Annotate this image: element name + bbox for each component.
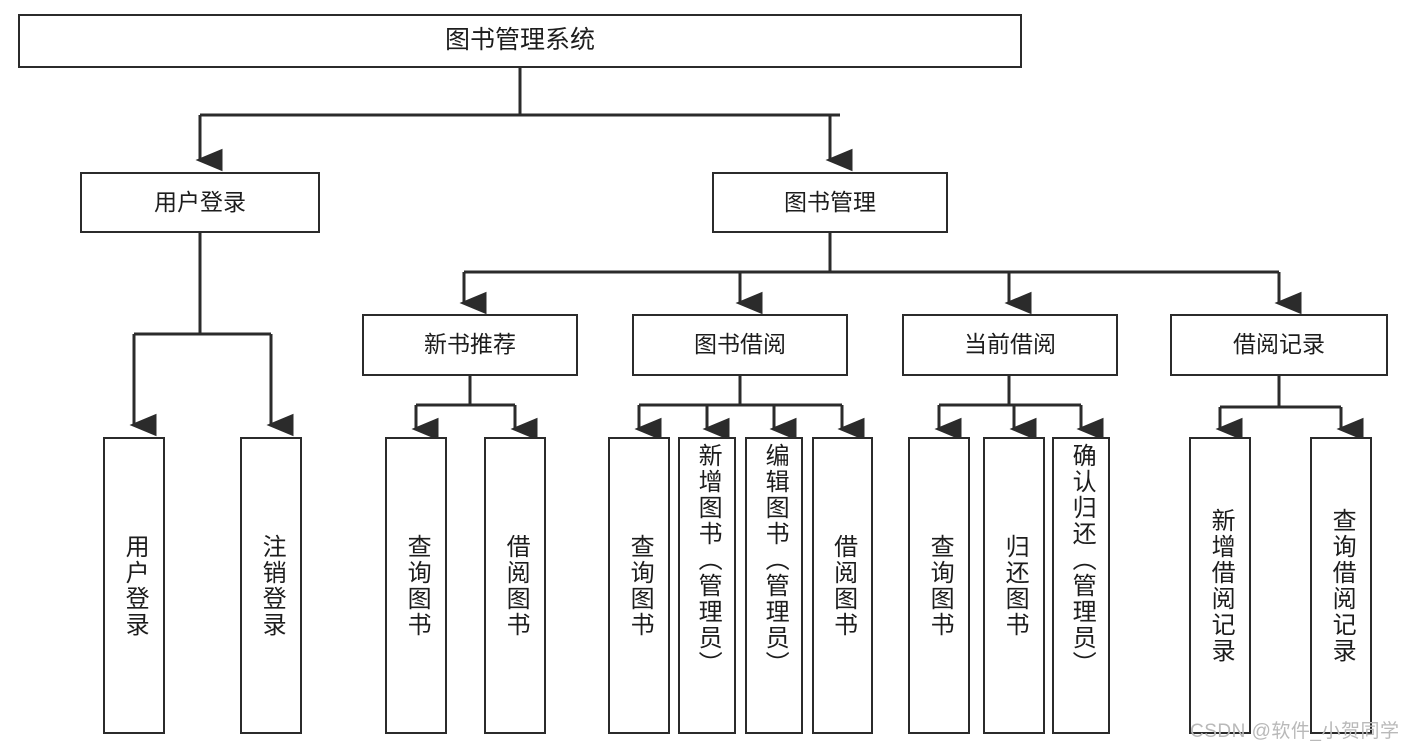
node-user-login-label: 用户登录 bbox=[154, 188, 246, 215]
node-leaf-query-book-b[interactable]: 查询图书 bbox=[608, 437, 670, 734]
node-leaf-logout[interactable]: 注销登录 bbox=[240, 437, 302, 734]
node-leaf-user-login-label: 用户登录 bbox=[121, 533, 149, 638]
node-leaf-edit-book-label: 编辑图书（管理员） bbox=[761, 443, 789, 677]
node-leaf-borrow-book-b-label: 借阅图书 bbox=[829, 533, 857, 638]
node-leaf-return-book-label: 归还图书 bbox=[1001, 533, 1029, 638]
node-leaf-user-login[interactable]: 用户登录 bbox=[103, 437, 165, 734]
edges-newbookrec-to-leaves bbox=[411, 376, 538, 441]
edges-currentborrow-to-leaves bbox=[934, 376, 1104, 441]
node-leaf-query-record-label: 查询借阅记录 bbox=[1328, 507, 1356, 664]
node-leaf-edit-book[interactable]: 编辑图书（管理员） bbox=[745, 437, 803, 734]
node-leaf-query-record[interactable]: 查询借阅记录 bbox=[1310, 437, 1372, 734]
node-leaf-query-book-b-label: 查询图书 bbox=[626, 533, 654, 638]
node-book-borrow-label: 图书借阅 bbox=[694, 331, 786, 358]
node-leaf-query-book-c-label: 查询图书 bbox=[926, 533, 954, 638]
node-leaf-query-book-a[interactable]: 查询图书 bbox=[385, 437, 447, 734]
node-leaf-borrow-book-b[interactable]: 借阅图书 bbox=[812, 437, 873, 734]
node-book-manage[interactable]: 图书管理 bbox=[712, 172, 948, 233]
node-leaf-add-record[interactable]: 新增借阅记录 bbox=[1189, 437, 1251, 734]
node-borrow-record-label: 借阅记录 bbox=[1233, 331, 1325, 358]
node-root-label: 图书管理系统 bbox=[444, 26, 595, 55]
node-new-book-rec-label: 新书推荐 bbox=[424, 331, 516, 358]
node-leaf-add-book[interactable]: 新增图书（管理员） bbox=[678, 437, 736, 734]
node-leaf-add-record-label: 新增借阅记录 bbox=[1207, 507, 1235, 664]
node-leaf-return-book[interactable]: 归还图书 bbox=[983, 437, 1045, 734]
node-new-book-rec[interactable]: 新书推荐 bbox=[362, 314, 578, 376]
node-leaf-add-book-label: 新增图书（管理员） bbox=[694, 443, 722, 677]
node-current-borrow-label: 当前借阅 bbox=[964, 331, 1056, 358]
edges-userlogin-to-leaves bbox=[129, 233, 294, 437]
node-leaf-confirm-return[interactable]: 确认归还（管理员） bbox=[1052, 437, 1110, 734]
node-borrow-record[interactable]: 借阅记录 bbox=[1170, 314, 1388, 376]
edges-borrowrecord-to-leaves bbox=[1215, 376, 1364, 441]
node-leaf-borrow-book-a-label: 借阅图书 bbox=[502, 533, 530, 638]
node-leaf-logout-label: 注销登录 bbox=[258, 533, 286, 638]
node-leaf-borrow-book-a[interactable]: 借阅图书 bbox=[484, 437, 546, 734]
edges-bookborrow-to-leaves bbox=[634, 376, 865, 441]
node-leaf-query-book-c[interactable]: 查询图书 bbox=[908, 437, 970, 734]
node-book-manage-label: 图书管理 bbox=[784, 188, 876, 215]
edges-bookmanage-to-level2 bbox=[459, 233, 1302, 315]
node-leaf-query-book-a-label: 查询图书 bbox=[403, 533, 431, 638]
node-current-borrow[interactable]: 当前借阅 bbox=[902, 314, 1118, 376]
node-root[interactable]: 图书管理系统 bbox=[18, 14, 1022, 68]
node-user-login[interactable]: 用户登录 bbox=[80, 172, 320, 233]
node-book-borrow[interactable]: 图书借阅 bbox=[632, 314, 848, 376]
node-leaf-confirm-return-label: 确认归还（管理员） bbox=[1068, 443, 1096, 677]
edges-root-to-level1 bbox=[195, 68, 853, 172]
csdn-watermark: CSDN @软件_小贺同学 bbox=[1190, 721, 1400, 742]
